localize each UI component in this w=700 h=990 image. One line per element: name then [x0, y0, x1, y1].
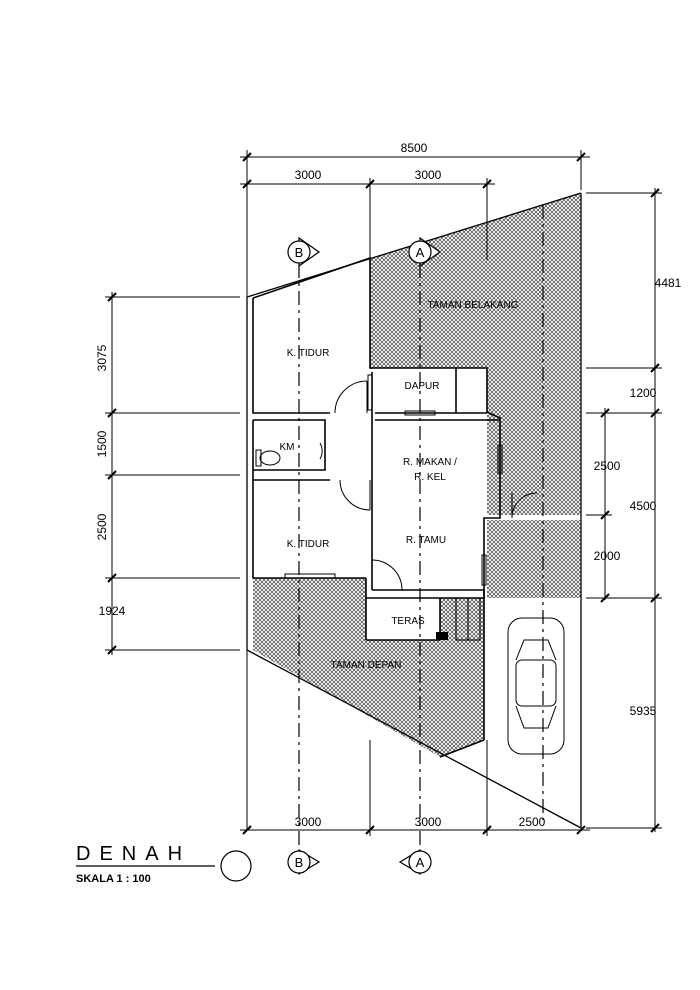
dim-right-3: 4500 — [630, 499, 657, 513]
dim-top-total: 8500 — [401, 141, 428, 155]
dimension-lines — [105, 150, 662, 836]
label-k-tidur-1: K. TIDUR — [287, 348, 330, 359]
section-marker-a-bottom: A — [398, 848, 432, 876]
section-lines — [298, 205, 544, 850]
label-r-makan: R. MAKAN / — [403, 457, 457, 468]
drawing-scale: SKALA 1 : 100 — [76, 873, 151, 885]
side-garden-area — [487, 520, 581, 598]
dim-left-4: 1924 — [99, 604, 126, 618]
taman-depan-area — [253, 578, 484, 757]
doors-and-windows — [284, 374, 538, 641]
label-taman-belakang: TAMAN BELAKANG — [428, 300, 519, 311]
title-circle-symbol — [220, 850, 252, 882]
label-dapur: DAPUR — [404, 381, 439, 392]
car-icon — [507, 617, 565, 755]
toilet-icon — [255, 449, 281, 467]
dim-left-2: 1500 — [95, 430, 109, 457]
label-km: KM — [280, 442, 295, 453]
label-teras: TERAS — [391, 616, 425, 627]
section-marker-a-top: A — [408, 236, 442, 268]
taman-belakang-area — [370, 193, 581, 515]
label-taman-depan: TAMAN DEPAN — [331, 660, 402, 671]
section-marker-b-bottom: B — [287, 848, 321, 876]
marker-a-bottom-label: A — [416, 855, 425, 870]
dim-right-4: 5935 — [630, 704, 657, 718]
marker-a-top-label: A — [416, 245, 425, 260]
label-r-tamu: R. TAMU — [406, 535, 446, 546]
dim-right-1: 4481 — [655, 276, 682, 290]
drawing-title: DENAH — [76, 843, 191, 865]
dim-left-1: 3075 — [95, 344, 109, 371]
dim-bottom-mid: 3000 — [415, 815, 442, 829]
dim-right-2: 1200 — [630, 386, 657, 400]
dim-top-left: 3000 — [295, 168, 322, 182]
label-k-tidur-2: K. TIDUR — [287, 539, 330, 550]
dim-bottom-left: 3000 — [295, 815, 322, 829]
dim-right-inner-2: 2000 — [594, 549, 621, 563]
step-marker — [436, 632, 448, 640]
marker-b-bottom-label: B — [295, 855, 304, 870]
dim-right-inner-1: 2500 — [594, 459, 621, 473]
label-r-kel: R. KEL — [414, 472, 446, 483]
dim-left-3: 2500 — [95, 513, 109, 540]
marker-b-top-label: B — [295, 245, 304, 260]
dimension-ticks — [107, 152, 660, 835]
dim-bottom-right: 2500 — [519, 815, 546, 829]
dim-top-mid: 3000 — [415, 168, 442, 182]
section-marker-b-top: B — [287, 236, 321, 268]
